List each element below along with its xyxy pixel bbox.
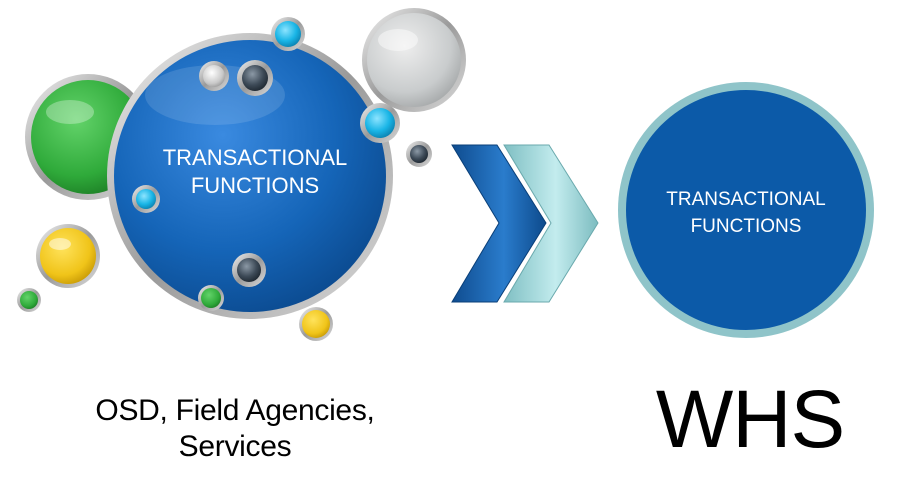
left-caption: OSD, Field Agencies, Services <box>20 393 450 465</box>
dark-bubble-top <box>237 60 273 96</box>
right-blue-circle <box>618 82 874 338</box>
dark-bubble-bottom <box>232 253 266 287</box>
left-circle-label-line1: TRANSACTIONAL <box>162 145 348 170</box>
cyan-bubble-top <box>271 17 305 51</box>
lightgrey-bubble-small <box>199 61 229 91</box>
yellow-bubble <box>36 224 100 288</box>
grey-bubble <box>362 8 466 112</box>
right-circle-label: TRANSACTIONAL FUNCTIONS <box>646 186 846 240</box>
right-caption-whs: WHS <box>655 374 845 465</box>
left-circle-label: TRANSACTIONAL FUNCTIONS <box>150 144 360 200</box>
cyan-bubble-right <box>360 103 400 143</box>
left-caption-line1: OSD, Field Agencies, <box>95 394 375 427</box>
dark-bubble-right <box>406 141 432 167</box>
chevron-dark-arrow <box>451 144 547 303</box>
left-blue-circle <box>107 33 393 319</box>
cyan-bubble-left <box>132 185 160 213</box>
left-caption-line2: Services <box>178 430 292 463</box>
right-circle-label-line2: FUNCTIONS <box>690 216 802 237</box>
left-circle-label-line2: FUNCTIONS <box>190 173 320 198</box>
small-green-bubble-bottom <box>198 285 224 311</box>
small-yellow-bubble <box>299 307 333 341</box>
small-green-bubble-left <box>17 288 41 312</box>
right-circle-label-line1: TRANSACTIONAL <box>666 189 826 210</box>
chevron-light-arrow <box>503 144 599 303</box>
